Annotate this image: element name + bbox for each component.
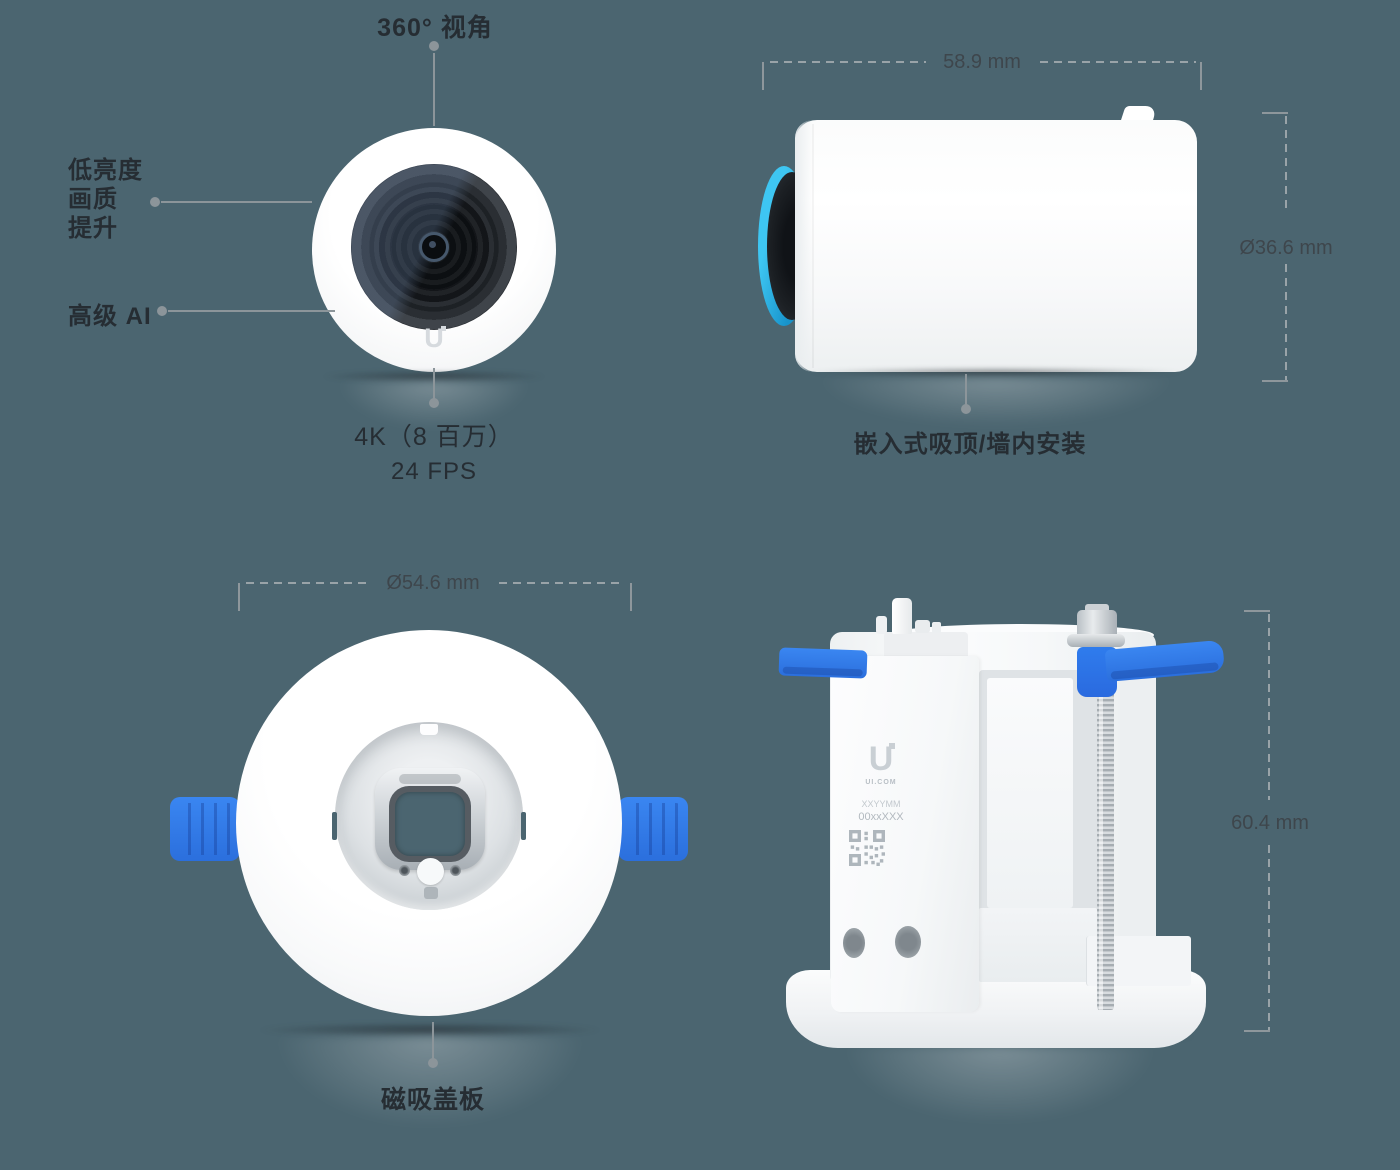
dim-dia-dash-bottom	[1285, 264, 1287, 380]
lowlight-callout-dot	[150, 197, 160, 207]
side-reflection	[802, 377, 1190, 431]
resolution-line2: 24 FPS	[390, 458, 478, 485]
device-logo: U	[868, 740, 896, 778]
recess-slot-right	[521, 812, 526, 840]
dim-height-dash-top	[1268, 614, 1270, 800]
bracket-reflection	[830, 1046, 1170, 1130]
qr-code	[849, 830, 913, 866]
bracket-channel-sill	[979, 908, 1097, 982]
screw-head	[1077, 610, 1117, 638]
mount-type-label: 嵌入式吸顶/墙内安装	[853, 431, 1087, 458]
recess-top-notch	[420, 724, 438, 735]
dim-cover-cap-right	[630, 583, 632, 611]
screw-tip	[1085, 604, 1109, 613]
fov-callout-dot	[429, 41, 439, 51]
device-serial-2: 00xxXXX	[858, 811, 904, 823]
dim-cover-text: Ø54.6 mm	[386, 572, 480, 594]
lens-aperture	[419, 232, 449, 262]
camera-front-view: U	[312, 128, 556, 372]
device-serial-1: XXYYMM	[861, 799, 901, 809]
camera-side-view	[795, 120, 1197, 372]
plate-hole-left	[843, 928, 865, 958]
device-brand: UI.COM	[865, 779, 897, 786]
dim-width-text: 58.9 mm	[943, 51, 1021, 73]
bracket-screw-left	[399, 865, 410, 876]
cover-callout-line	[432, 1022, 434, 1059]
fov-label: 360° 视角	[377, 14, 493, 42]
lowlight-label: 低亮度 画质 提升	[68, 156, 143, 243]
plate-hole-right	[895, 926, 921, 958]
bracket-pin-small-1	[876, 616, 887, 634]
bracket-pin-small-2	[915, 620, 930, 633]
cover-label: 磁吸盖板	[380, 1086, 485, 1114]
device-label: U UI.COM XXYYMM 00xxXXX	[849, 742, 913, 866]
bracket-top-slot	[399, 774, 461, 784]
dim-cover-dash-right	[499, 582, 625, 584]
fov-callout-line	[433, 53, 435, 126]
res-callout-line	[433, 368, 435, 399]
ai-label: 高级 AI	[68, 303, 152, 330]
mount-callout-line	[965, 374, 967, 405]
dim-cover-cap-left	[238, 583, 240, 611]
dim-dia-dash-top	[1285, 116, 1287, 214]
brand-logo-wrap: U	[312, 325, 556, 352]
cover-reflection	[262, 1036, 598, 1136]
bracket-channel-column	[987, 678, 1073, 908]
ai-callout-dot	[157, 306, 167, 316]
side-shadow	[800, 367, 1192, 378]
dim-height-cap-bottom	[1244, 1030, 1270, 1032]
ubiquiti-logo: U	[424, 323, 446, 353]
screw-washer	[1067, 634, 1125, 647]
bracket-pin-small-3	[932, 622, 941, 633]
bracket-window	[395, 792, 465, 856]
ai-callout-line	[168, 310, 335, 312]
dim-dia-cap-top	[1262, 112, 1288, 114]
cover-callout-dot	[428, 1058, 438, 1068]
lowlight-line1: 低亮度	[68, 157, 143, 184]
resolution-line1: 4K（8 百万）	[354, 423, 514, 451]
recess-slot-left	[332, 812, 337, 840]
dim-cover-dash-left	[246, 582, 370, 584]
dim-width-cap-left	[762, 62, 764, 90]
lowlight-line3: 提升	[68, 215, 118, 242]
dim-width-dash-left	[770, 61, 926, 63]
mount-callout-dot	[961, 404, 971, 414]
dim-dia-cap-bottom	[1262, 380, 1288, 382]
recess-bottom-notch	[424, 887, 438, 899]
resolution-label: 4K（8 百万） 24 FPS	[284, 417, 584, 486]
rod-highlight	[1099, 642, 1103, 1010]
side-seam	[812, 124, 814, 368]
dim-height-dash-bottom	[1268, 845, 1270, 1030]
res-callout-dot	[429, 398, 439, 408]
wing-left-shade	[782, 666, 863, 677]
cover-tab-left-ridges	[178, 803, 232, 855]
wing-right-shade	[1110, 662, 1219, 680]
cover-tab-left	[170, 797, 240, 861]
dim-width-dash-right	[1040, 61, 1196, 63]
threaded-rod	[1097, 642, 1114, 1010]
bracket-screw-right	[450, 865, 461, 876]
dim-dia-text: Ø36.6 mm	[1239, 237, 1333, 259]
bracket-pin-large	[892, 598, 912, 634]
lowlight-line2: 画质	[68, 186, 118, 213]
side-end-cap	[795, 120, 813, 372]
wing-left	[778, 647, 868, 679]
bracket-right-wall	[1120, 650, 1156, 982]
dim-width-cap-right	[1200, 62, 1202, 90]
dim-height-cap-top	[1244, 610, 1270, 612]
dim-height-text: 60.4 mm	[1231, 812, 1309, 834]
bracket-magnet-button	[417, 858, 444, 885]
lowlight-callout-line	[161, 201, 312, 203]
bracket-front-plate: U UI.COM XXYYMM 00xxXXX	[831, 656, 979, 1012]
cover-tab-right	[618, 797, 688, 861]
cover-tab-right-ridges	[626, 803, 680, 855]
cover-shadow	[252, 1022, 608, 1038]
